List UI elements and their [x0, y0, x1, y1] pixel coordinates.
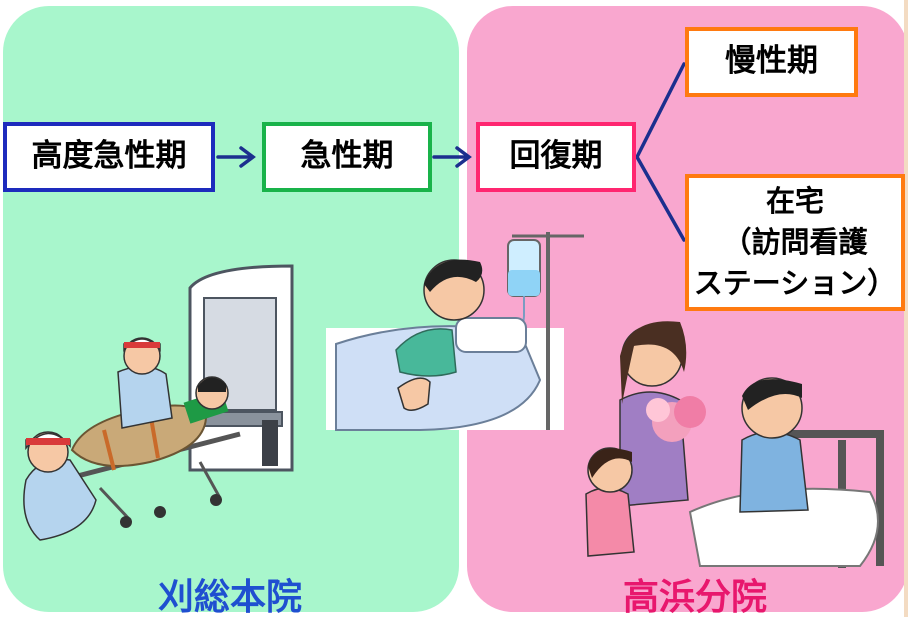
stage-label-recovery: 回復期	[509, 138, 603, 175]
stage-label-home-line1: 在宅	[765, 184, 824, 218]
edge-line	[904, 0, 908, 617]
stage-label-high-acute: 高度急性期	[31, 138, 187, 175]
stage-box-recovery: 回復期	[476, 122, 636, 192]
stage-label-home-line3: ステーション）	[693, 266, 897, 300]
stage-label-acute: 急性期	[300, 138, 394, 175]
family-visit-illustration	[585, 321, 884, 568]
stage-box-home-care: 在宅 （訪問看護 ステーション）	[685, 174, 905, 311]
caption-main-hospital: 刈総本院	[157, 577, 302, 618]
stage-label-home-line2: （訪問看護	[722, 225, 868, 259]
caption-branch-hospital: 高浜分院	[622, 577, 767, 618]
stage-label-chronic: 慢性期	[725, 43, 818, 80]
stage-box-chronic: 慢性期	[685, 27, 858, 97]
stage-box-high-acute: 高度急性期	[3, 122, 215, 192]
ambulance-stretcher-illustration	[23, 264, 294, 541]
recovery-patient-illustration	[326, 232, 584, 431]
stage-box-acute: 急性期	[262, 122, 432, 192]
flow-connectors	[216, 62, 686, 242]
